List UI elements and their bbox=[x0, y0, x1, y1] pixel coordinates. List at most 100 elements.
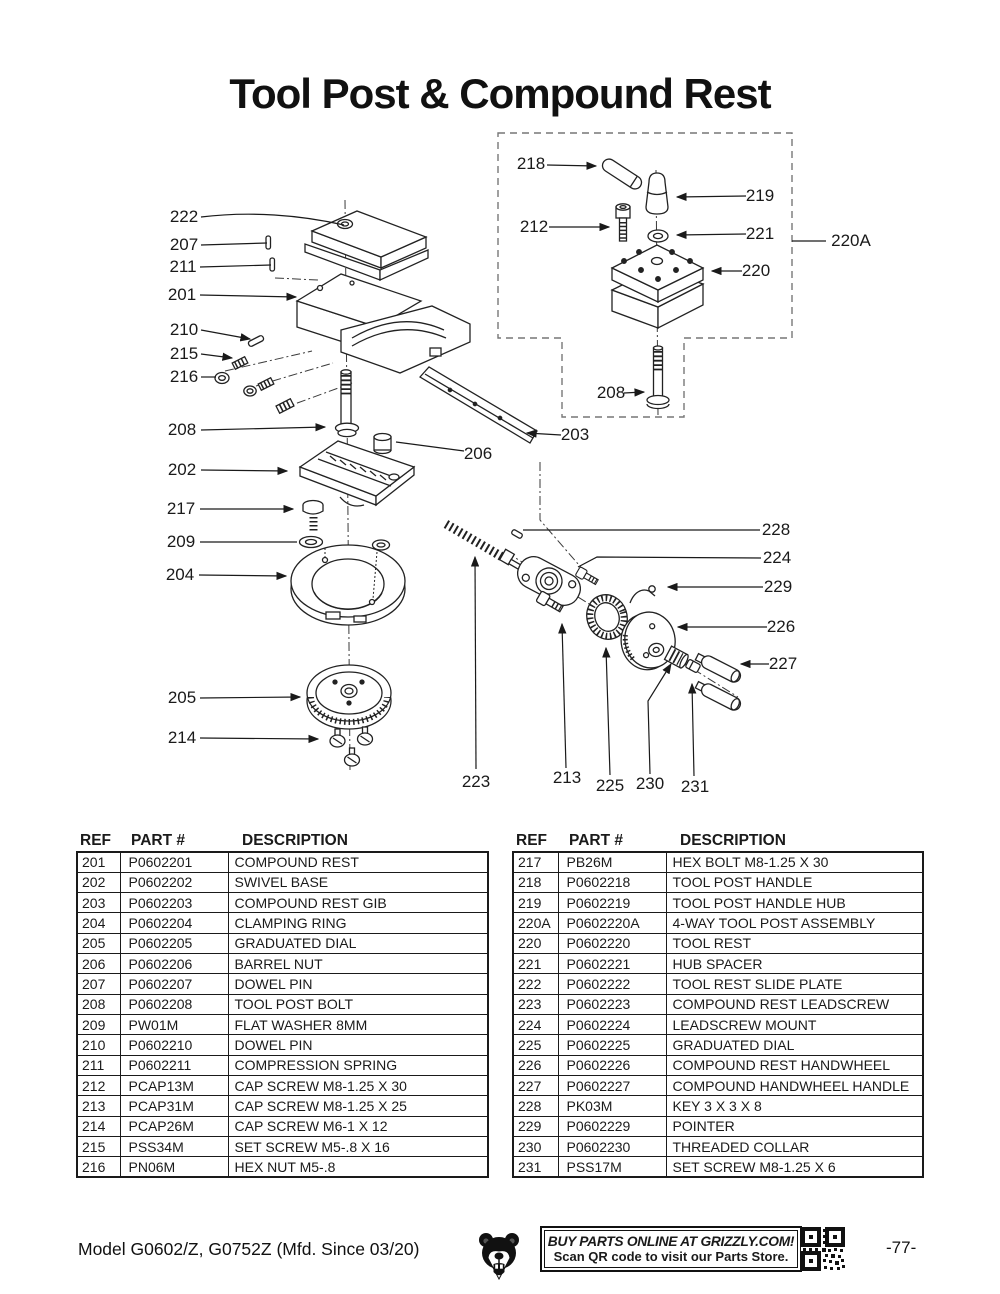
cell-ref: 202 bbox=[76, 871, 121, 894]
callout-229: 229 bbox=[763, 577, 793, 596]
cell-ref: 218 bbox=[512, 871, 559, 894]
cell-ref: 203 bbox=[76, 892, 121, 914]
parts-table-left-header: REF PART # DESCRIPTION bbox=[76, 832, 348, 850]
part-leadscrew-mount bbox=[516, 556, 582, 606]
cell-desc: HEX NUT M5-.8 bbox=[227, 1156, 489, 1178]
cell-desc: COMPOUND HANDWHEEL HANDLE bbox=[665, 1075, 924, 1097]
part-compound-rest-gib bbox=[418, 366, 538, 444]
cell-part: PCAP13M bbox=[119, 1075, 229, 1097]
cell-part: PSS34M bbox=[119, 1136, 229, 1158]
cell-ref: 221 bbox=[512, 953, 559, 975]
part-cap-screw-213b bbox=[575, 566, 599, 586]
parts-table-right-header: REF PART # DESCRIPTION bbox=[512, 832, 786, 850]
callout-219: 219 bbox=[745, 186, 775, 205]
cell-ref: 226 bbox=[512, 1054, 559, 1077]
part-threaded-collar bbox=[663, 645, 689, 669]
col-header-ref: REF bbox=[80, 832, 111, 849]
cell-part: P0602222 bbox=[557, 973, 667, 995]
cell-ref: 206 bbox=[76, 953, 121, 975]
callout-208-right: 208 bbox=[596, 383, 626, 402]
cell-part: P0602219 bbox=[557, 892, 667, 914]
part-tool-post-handle-hub bbox=[645, 172, 669, 215]
part-flat-washer bbox=[298, 535, 324, 549]
cell-ref: 219 bbox=[512, 892, 559, 914]
cell-ref: 228 bbox=[512, 1095, 559, 1117]
cell-desc: DOWEL PIN bbox=[227, 1034, 489, 1056]
cell-desc: GRADUATED DIAL bbox=[227, 932, 489, 955]
callout-231: 231 bbox=[680, 777, 710, 796]
col-header-ref: REF bbox=[516, 832, 547, 849]
cell-desc: KEY 3 X 3 X 8 bbox=[665, 1095, 924, 1117]
part-key bbox=[511, 529, 523, 539]
part-tool-post-bolt-left bbox=[334, 369, 360, 438]
cell-ref: 231 bbox=[512, 1156, 559, 1178]
cell-part: PK03M bbox=[557, 1095, 667, 1117]
cell-desc: SWIVEL BASE bbox=[227, 871, 489, 894]
page-number: -77- bbox=[886, 1238, 917, 1257]
cell-ref: 213 bbox=[76, 1095, 121, 1117]
callout-218: 218 bbox=[516, 154, 546, 173]
part-tool-post-bolt-right bbox=[646, 345, 670, 410]
cell-part: P0602201 bbox=[119, 851, 229, 873]
cell-part: P0602205 bbox=[119, 932, 229, 955]
cell-ref: 220A bbox=[512, 912, 559, 934]
part-compound-rest bbox=[295, 273, 471, 374]
banner-subtext: Scan QR code to visit our Parts Store. bbox=[553, 1249, 789, 1264]
cell-desc: COMPOUND REST LEADSCREW bbox=[665, 993, 924, 1016]
cell-part: P0602225 bbox=[557, 1034, 667, 1056]
col-header-desc: DESCRIPTION bbox=[242, 832, 348, 849]
callout-226: 226 bbox=[766, 617, 796, 636]
cell-desc: HUB SPACER bbox=[665, 953, 924, 975]
part-cap-screw-213 bbox=[535, 590, 564, 613]
cell-desc: TOOL POST BOLT bbox=[227, 993, 489, 1016]
cell-ref: 210 bbox=[76, 1034, 121, 1056]
cell-desc: SET SCREW M5-.8 X 16 bbox=[227, 1136, 489, 1158]
cell-part: P0602229 bbox=[557, 1115, 667, 1138]
cell-desc: CAP SCREW M8-1.25 X 30 bbox=[227, 1075, 489, 1097]
cell-part: P0602211 bbox=[119, 1054, 229, 1077]
part-handwheel bbox=[620, 611, 676, 671]
cell-desc: DOWEL PIN bbox=[227, 973, 489, 995]
cell-desc: BARREL NUT bbox=[227, 953, 489, 975]
part-set-screw-231 bbox=[685, 659, 701, 673]
cell-part: PSS17M bbox=[557, 1156, 667, 1178]
cell-part: P0602206 bbox=[119, 953, 229, 975]
part-fastener-cluster bbox=[214, 335, 295, 415]
callout-217: 217 bbox=[166, 499, 196, 518]
cell-part: P0602202 bbox=[119, 871, 229, 894]
grizzly-bear-logo-icon bbox=[479, 1233, 519, 1281]
leader-lines bbox=[198, 161, 826, 777]
cell-ref: 220 bbox=[512, 932, 559, 955]
cell-ref: 215 bbox=[76, 1136, 121, 1158]
callout-228: 228 bbox=[761, 520, 791, 539]
part-tool-post-handle bbox=[601, 158, 643, 190]
part-tool-rest-slide-plate bbox=[304, 210, 429, 282]
callout-202: 202 bbox=[167, 460, 197, 479]
cell-desc: CAP SCREW M6-1 X 12 bbox=[227, 1115, 489, 1138]
part-nut-small bbox=[371, 539, 391, 551]
cell-part: P0602220A bbox=[557, 912, 667, 934]
qr-code[interactable] bbox=[801, 1227, 845, 1271]
cell-ref: 205 bbox=[76, 932, 121, 955]
callout-220: 220 bbox=[741, 261, 771, 280]
cell-ref: 208 bbox=[76, 993, 121, 1016]
part-handwheel-handle-1 bbox=[694, 652, 742, 683]
assembly-box-220A bbox=[497, 132, 793, 418]
cell-desc: TOOL POST HANDLE bbox=[665, 871, 924, 894]
